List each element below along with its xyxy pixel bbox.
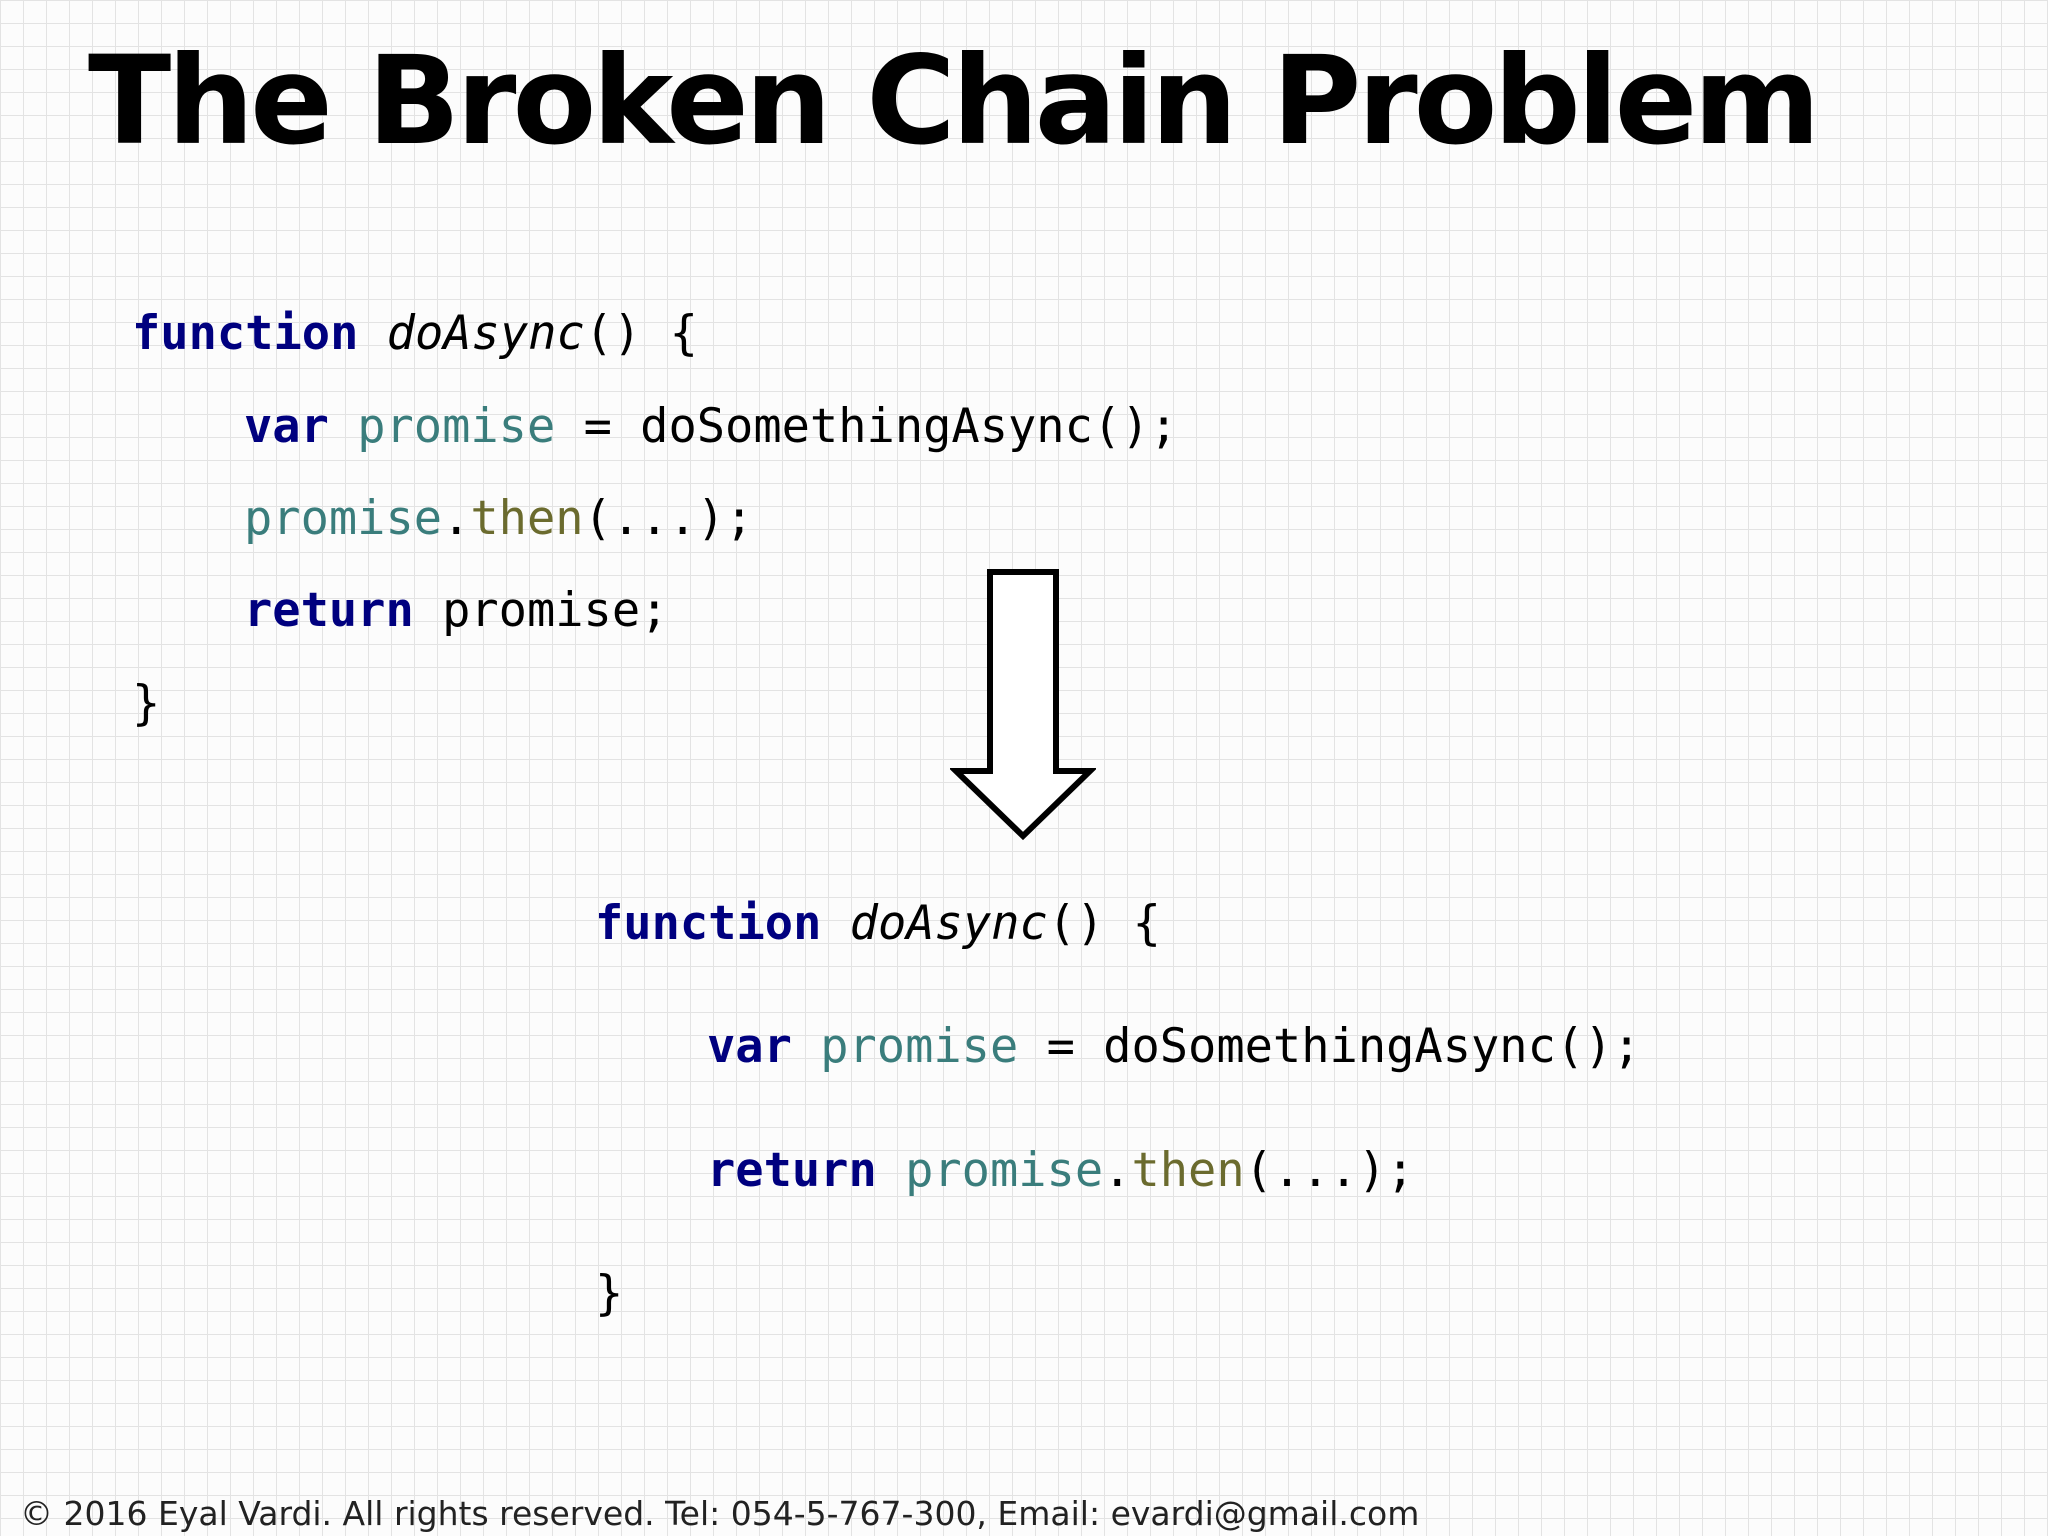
code-line: var promise = doSomethingAsync();	[707, 1023, 1641, 1070]
code-text: = doSomethingAsync();	[1046, 1019, 1641, 1074]
code-line: }	[132, 680, 160, 727]
code-text: .	[442, 491, 471, 546]
code-keyword: var	[244, 399, 329, 454]
code-variable: promise	[820, 1019, 1019, 1074]
code-keyword: function	[595, 896, 822, 951]
down-arrow-icon	[950, 569, 1096, 841]
code-function-name: doAsync	[386, 306, 585, 361]
code-keyword: function	[132, 306, 359, 361]
code-line: return promise;	[244, 587, 668, 634]
code-method: then	[470, 491, 584, 546]
code-keyword: return	[244, 583, 414, 638]
code-text: promise;	[442, 583, 669, 638]
code-block-before: function doAsync() { var promise = doSom…	[132, 310, 1232, 740]
code-function-name: doAsync	[849, 896, 1048, 951]
code-line: var promise = doSomethingAsync();	[244, 403, 1178, 450]
code-keyword: var	[707, 1019, 792, 1074]
code-text: () {	[584, 306, 698, 361]
code-text: () {	[1047, 896, 1161, 951]
code-variable: promise	[244, 491, 443, 546]
slide-title: The Broken Chain Problem	[88, 30, 1820, 172]
code-text: }	[132, 676, 161, 731]
code-variable: promise	[905, 1143, 1104, 1198]
code-text: (...);	[583, 491, 754, 546]
code-line: promise.then(...);	[244, 495, 753, 542]
code-method: then	[1131, 1143, 1245, 1198]
code-text: = doSomethingAsync();	[583, 399, 1178, 454]
code-line: return promise.then(...);	[707, 1147, 1414, 1194]
code-line: function doAsync() {	[595, 900, 1161, 947]
code-block-after: function doAsync() { var promise = doSom…	[595, 900, 1795, 1330]
code-line: }	[595, 1270, 623, 1317]
code-text: (...);	[1244, 1143, 1415, 1198]
code-text: }	[595, 1266, 624, 1321]
footer-copyright: © 2016 Eyal Vardi. All rights reserved. …	[20, 1494, 1420, 1533]
code-text: .	[1103, 1143, 1132, 1198]
code-keyword: return	[707, 1143, 877, 1198]
code-line: function doAsync() {	[132, 310, 698, 357]
code-variable: promise	[357, 399, 556, 454]
